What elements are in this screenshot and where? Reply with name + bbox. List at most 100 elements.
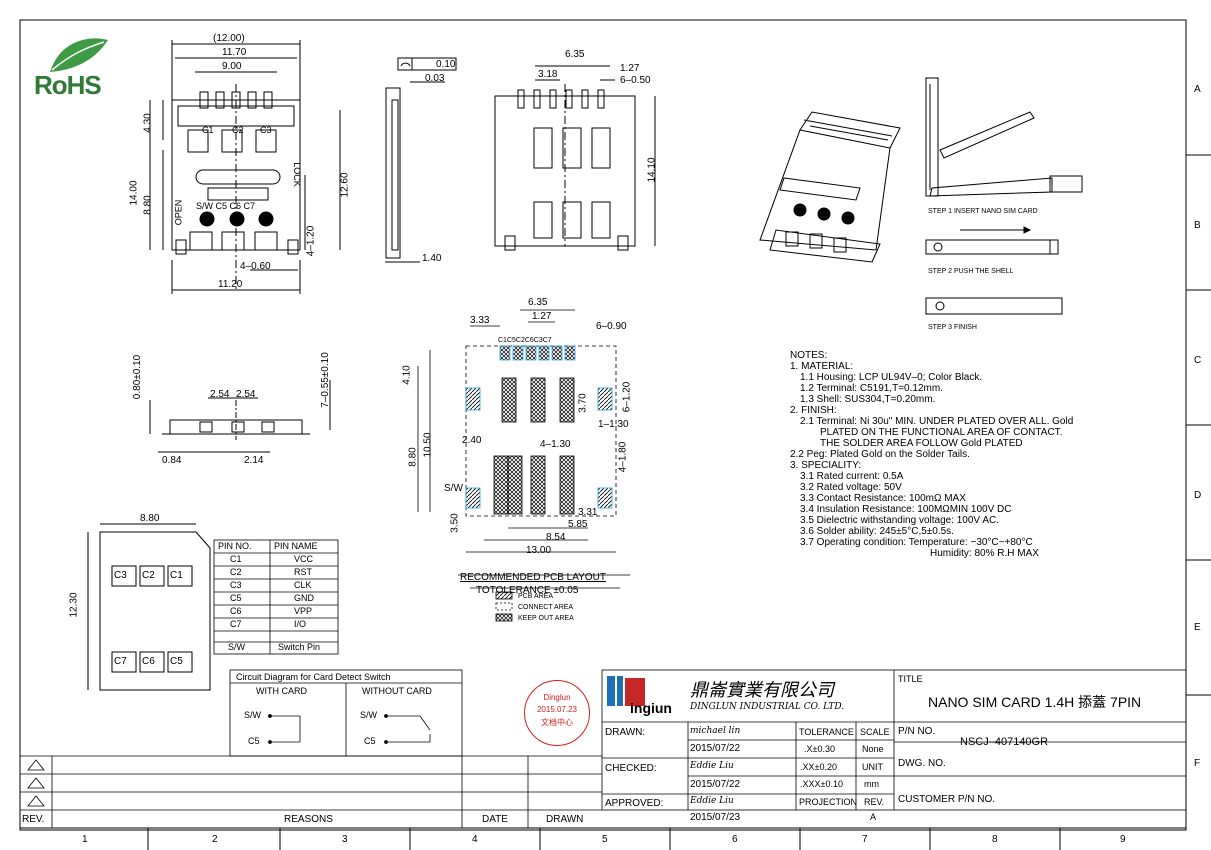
dim-h-430: 4.30 (142, 113, 154, 133)
card-contact-c5: C5 (170, 656, 183, 667)
grid-col: 1 (82, 834, 88, 845)
pin-no: S/W (228, 642, 245, 652)
pcb-dim-350: 3.50 (449, 513, 461, 533)
step-views (925, 77, 1083, 315)
grid-row: E (1194, 622, 1201, 633)
side-view (385, 57, 457, 263)
pcb-dim-854: 8.54 (546, 532, 566, 543)
pin-name: CLK (294, 580, 312, 590)
circuit-with-card: WITH CARD (256, 686, 307, 696)
pin-name: VCC (294, 554, 314, 564)
top-view (149, 40, 341, 294)
label-sw-contacts: S/W C5 C6 C7 (196, 201, 256, 211)
note-line: Humidity: 80% R.H MAX (930, 548, 1039, 559)
pcb-dim-331: 3.31 (578, 507, 598, 518)
note-line: 2.2 Peg: Plated Gold on the Solder Tails… (790, 449, 970, 460)
note-line: THE SOLDER AREA FOLLOW Gold PLATED (820, 438, 1023, 449)
dim-h-880: 8.80 (142, 195, 154, 215)
circuit-c5-2: C5 (364, 736, 376, 746)
pcb-dim-4-130: 4–1.30 (540, 439, 571, 450)
pcb-dim-410: 4.10 (401, 365, 413, 385)
pin-name: Switch Pin (278, 642, 321, 652)
stamp-line-1: Dinglun (543, 693, 571, 702)
pcb-pads-label: C1C5C2C6C3C7 (498, 337, 552, 344)
grid-row: F (1194, 758, 1201, 769)
scale-label: SCALE (860, 727, 890, 737)
front-view (149, 380, 331, 453)
note-line: 1.1 Housing: LCP UL94V–0; Color Black. (800, 372, 983, 383)
dim-side-080: 0.80±0.10 (132, 354, 144, 400)
pin-name: GND (294, 593, 314, 603)
dim-top-inner: 11.70 (222, 47, 247, 58)
pin-no: C6 (230, 606, 242, 616)
dwg-label: DWG. NO. (898, 758, 946, 769)
drawing-title: NANO SIM CARD 1.4H 掭蓋 7PIN (928, 694, 1142, 710)
pin-no: C2 (230, 567, 242, 577)
grid-row: C (1194, 355, 1202, 366)
pcb-legend-keepout: KEEP OUT AREA (518, 615, 574, 622)
grid-col: 6 (732, 834, 738, 845)
pcb-dim-880: 8.80 (407, 447, 419, 467)
grid-col: 8 (992, 834, 998, 845)
dim-side-084: 0.84 (162, 455, 182, 466)
company-name-en: DINGLUN INDUSTRIAL CO. LTD. (690, 702, 845, 712)
grid-row: B (1194, 220, 1201, 231)
card-contact-c7: C7 (114, 656, 127, 667)
pin-name: I/O (294, 619, 307, 629)
pcb-dim-127: 1.27 (532, 311, 552, 322)
dim-h-4-120: 4–1.20 (305, 225, 317, 257)
pcb-dim-333: 3.33 (470, 315, 490, 326)
dim-bot-1410: 14.10 (646, 157, 658, 183)
pcb-dim-4-180: 4–1.80 (617, 441, 629, 473)
pcb-dim-6-090: 6–0.90 (596, 321, 627, 332)
pcb-dim-1050: 10.50 (422, 432, 434, 458)
note-line: 3. SPECIALITY: (790, 460, 862, 471)
pcb-dim-1-130: 1–1.30 (598, 419, 629, 430)
company-logo-icon (607, 676, 645, 706)
customer-pn-label: CUSTOMER P/N NO. (898, 794, 996, 805)
card-contact-c6: C6 (142, 656, 155, 667)
unit-value: mm (864, 779, 879, 789)
tolerance-label: TOLERANCE (799, 727, 854, 737)
isometric-view (759, 111, 901, 263)
note-line: PLATED ON THE FUNCTIONAL AREA OF CONTACT… (820, 427, 1063, 438)
circuit-sw-1: S/W (244, 710, 261, 720)
dim-bot-127: 1.27 (620, 63, 640, 74)
rev-col-header: REV. (22, 814, 45, 825)
dim-card-880: 8.80 (140, 513, 160, 524)
dim-bot-318: 3.18 (538, 69, 558, 80)
pin-table-header-no: PIN NO. (218, 541, 252, 551)
dim-height-total: 14.00 (128, 180, 140, 206)
bottom-view-pins (517, 89, 605, 109)
dim-003: 0.03 (425, 73, 445, 84)
dim-side-214: 2.14 (244, 455, 264, 466)
note-line: 1.2 Terminal: C5191,T=0.12mm. (800, 383, 943, 394)
note-line: 3.1 Rated current: 0.5A (800, 471, 904, 482)
pcb-legend-pcb: PCB AREA (518, 593, 554, 600)
projection-label: PROJECTION (799, 797, 858, 807)
card-contact-c1: C1 (170, 570, 183, 581)
reasons-col-header: REASONS (284, 814, 333, 825)
circuit-without-card: WITHOUT CARD (362, 686, 432, 696)
label-open: OPEN (173, 199, 184, 226)
dim-flat-010: 0.10 (436, 59, 456, 70)
pin-table-grid (213, 539, 339, 655)
note-line: 3.6 Solder ability: 245±5°C,5±0.5s. (800, 526, 954, 537)
dim-bot-6-050: 6–0.50 (620, 75, 651, 86)
approved-date: 2015/07/23 (690, 812, 741, 823)
circuit-diagram (229, 669, 463, 757)
rev-value: A (870, 812, 877, 822)
sim-card-outline (87, 523, 211, 691)
pin-name: VPP (294, 606, 313, 616)
note-line: 2.1 Terminal: Ni 30u" MIN. UNDER PLATED … (800, 416, 1074, 427)
stamp-line-2: 2015.07.23 (536, 705, 578, 714)
step-2-caption: STEP 2 PUSH THE SHELL (928, 268, 1014, 275)
stamp-line-3: 文档中心 (541, 718, 573, 727)
dim-side-254a: 2.54 (210, 389, 230, 400)
bottom-view (494, 65, 656, 251)
step-3-caption: STEP 3 FINISH (928, 324, 977, 331)
step-1-caption: STEP 1 INSERT NANO SIM CARD (928, 208, 1038, 215)
dim-140: 1.40 (422, 253, 442, 264)
tolerance-3: .XXX±0.10 (800, 779, 843, 789)
